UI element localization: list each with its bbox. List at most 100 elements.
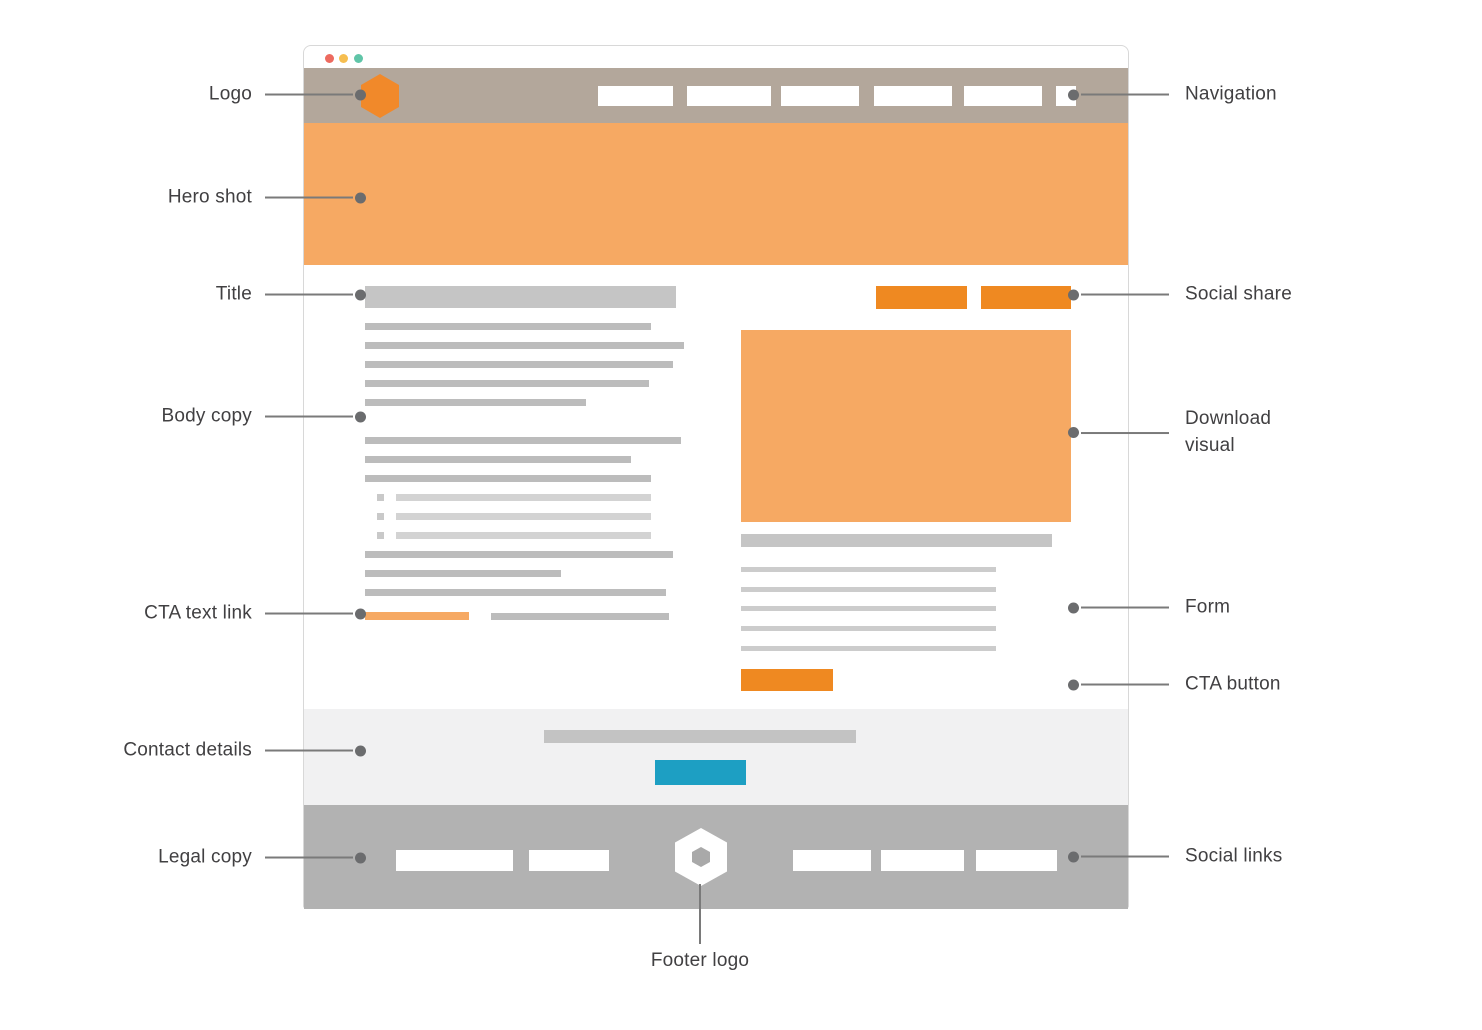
- annotation-label: Navigation: [1185, 83, 1277, 105]
- body-copy-line: [365, 589, 666, 596]
- body-copy-line: [365, 437, 681, 444]
- connector-line: [265, 613, 353, 615]
- legal-copy-placeholder: [529, 850, 609, 871]
- body-copy-line: [365, 323, 651, 330]
- nav-item-placeholder: [964, 86, 1042, 106]
- annotation-dot: [1068, 602, 1079, 614]
- annotation-label: CTA button: [1185, 673, 1281, 695]
- connector-line: [1081, 607, 1169, 609]
- annotation-dot: [355, 89, 366, 101]
- form-field-line: [741, 646, 996, 651]
- connector-line: [1081, 684, 1169, 686]
- connector-line: [265, 94, 353, 96]
- annotation-title: Title: [60, 282, 366, 309]
- bullet-icon: [377, 494, 384, 501]
- body-copy-line: [365, 380, 649, 387]
- hero-shot-placeholder: [304, 123, 1128, 265]
- annotation-label: Form: [1185, 596, 1231, 618]
- annotation-label: Download visual: [1185, 408, 1272, 456]
- connector-line: [265, 294, 353, 296]
- footer-logo-hexagon-inner-icon: [692, 847, 710, 867]
- annotation-dot: [355, 745, 366, 757]
- form-field-line: [741, 567, 996, 572]
- close-window-icon: [325, 54, 334, 63]
- download-visual-placeholder: [741, 330, 1071, 522]
- bullet-icon: [377, 532, 384, 539]
- connector-line: [265, 750, 353, 752]
- nav-item-placeholder: [874, 86, 952, 106]
- nav-item-placeholder: [781, 86, 859, 106]
- connector-line: [265, 416, 353, 418]
- form-field-line: [741, 626, 996, 631]
- annotation-label: Logo: [208, 83, 252, 105]
- body-copy-line: [365, 342, 684, 349]
- contact-details-placeholder: [544, 730, 856, 743]
- annotation-contact-details: Contact details: [60, 738, 366, 765]
- annotation-dot: [355, 852, 366, 864]
- minimize-window-icon: [339, 54, 348, 63]
- body-copy-line: [365, 399, 586, 406]
- body-copy-line: [365, 475, 651, 482]
- contact-button-placeholder: [655, 760, 746, 785]
- connector-line: [1081, 432, 1169, 434]
- social-share-button-placeholder: [981, 286, 1071, 309]
- connector-line: [1081, 856, 1169, 858]
- connector-line: [265, 197, 353, 199]
- annotation-hero-shot: Hero shot: [60, 185, 366, 212]
- annotation-label: Title: [215, 283, 252, 305]
- annotation-dot: [355, 192, 366, 204]
- bullet-icon: [377, 513, 384, 520]
- social-link-placeholder: [881, 850, 964, 871]
- annotation-label: Hero shot: [167, 186, 252, 208]
- cta-button-placeholder: [741, 669, 833, 691]
- annotation-dot: [355, 411, 366, 423]
- annotation-dot: [355, 289, 366, 301]
- annotation-body-copy: Body copy: [60, 404, 366, 431]
- annotation-dot: [1068, 89, 1079, 101]
- annotation-label: Contact details: [123, 739, 252, 761]
- annotation-dot: [355, 608, 366, 620]
- contact-section: [304, 709, 1128, 805]
- annotation-legal-copy: Legal copy: [60, 845, 366, 872]
- nav-item-placeholder: [598, 86, 673, 106]
- body-copy-line: [365, 551, 673, 558]
- zoom-window-icon: [354, 54, 363, 63]
- annotation-cta-text-link: CTA text link: [60, 601, 366, 628]
- annotation-dot: [1068, 851, 1079, 863]
- annotation-label: Social share: [1185, 283, 1292, 305]
- annotation-dot: [1068, 289, 1079, 301]
- annotation-social-links: Social links: [1068, 844, 1282, 871]
- connector-line: [265, 857, 353, 859]
- annotation-footer-logo: Footer logo: [650, 950, 750, 971]
- bulleted-line: [396, 532, 651, 539]
- social-share-button-placeholder: [876, 286, 967, 309]
- social-link-placeholder: [976, 850, 1057, 871]
- body-copy-line: [365, 361, 673, 368]
- form-field-line: [741, 587, 996, 592]
- annotation-navigation: Navigation: [1068, 82, 1277, 109]
- site-header: [304, 68, 1128, 123]
- annotation-dot: [1068, 427, 1079, 439]
- logo-hexagon-icon: [361, 74, 399, 118]
- social-link-placeholder: [793, 850, 871, 871]
- connector-line: [1081, 294, 1169, 296]
- nav-item-placeholder: [687, 86, 771, 106]
- form-title-placeholder: [741, 534, 1052, 547]
- annotation-form: Form: [1068, 595, 1230, 622]
- legal-copy-placeholder: [396, 850, 513, 871]
- body-copy-line: [365, 456, 631, 463]
- bulleted-line: [396, 494, 651, 501]
- footer-logo-hexagon-icon: [675, 828, 727, 886]
- annotation-cta-button: CTA button: [1068, 672, 1281, 699]
- annotation-label: Body copy: [161, 405, 252, 427]
- annotation-label: CTA text link: [144, 602, 252, 624]
- bulleted-line: [396, 513, 651, 520]
- annotation-label: Social links: [1185, 845, 1283, 867]
- form-field-line: [741, 606, 996, 611]
- annotation-dot: [1068, 679, 1079, 691]
- annotation-label: Legal copy: [158, 846, 252, 868]
- browser-titlebar: [304, 46, 1128, 68]
- annotation-social-share: Social share: [1068, 282, 1292, 309]
- body-copy-line: [365, 570, 561, 577]
